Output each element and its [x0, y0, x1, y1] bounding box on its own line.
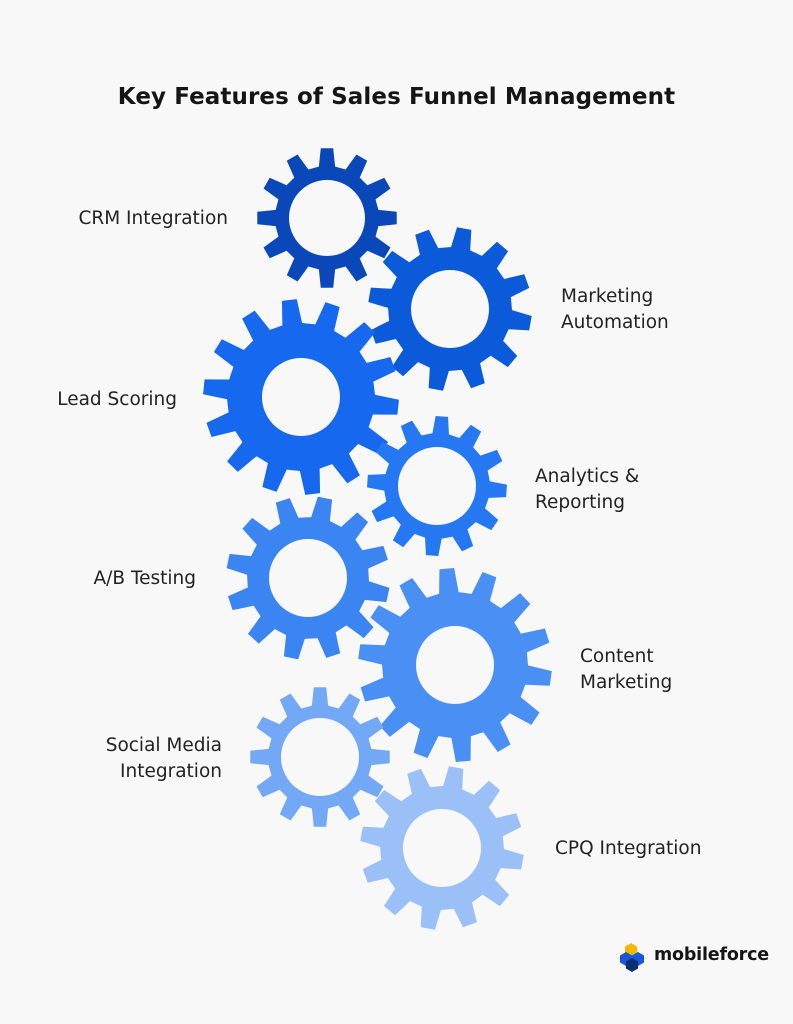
- gear-lead-scoring: [203, 299, 399, 495]
- gear-icon: [257, 148, 397, 288]
- mobileforce-logo-icon: [620, 943, 644, 972]
- gear-icon: [368, 227, 532, 391]
- gear-icon: [226, 496, 390, 660]
- label-lead-scoring: Lead Scoring: [57, 389, 177, 410]
- gear-icon: [203, 299, 399, 495]
- gear-marketing-automation: [368, 227, 532, 391]
- label-social-media-integration: Social Media Integration: [105, 735, 222, 782]
- brand-name: mobileforce: [654, 945, 769, 965]
- gear-analytics-reporting: [367, 416, 507, 556]
- gear-social-media-integration: [250, 687, 390, 827]
- gear-crm-integration: [257, 148, 397, 288]
- gear-icon: [358, 568, 552, 762]
- label-ab-testing: A/B Testing: [93, 568, 197, 589]
- label-cpq-integration: CPQ Integration: [555, 838, 702, 859]
- gear-icon: [360, 766, 524, 930]
- brand-logo: mobileforce: [617, 940, 769, 974]
- page-title: Key Features of Sales Funnel Management: [117, 84, 676, 110]
- label-analytics-reporting: Analytics & Reporting: [535, 466, 640, 513]
- label-crm-integration: CRM Integration: [78, 208, 228, 229]
- gear-icon: [367, 416, 507, 556]
- label-content-marketing: Content Marketing: [580, 646, 673, 693]
- gear-icon: [250, 687, 390, 827]
- gear-ab-testing: [226, 496, 390, 660]
- gear-content-marketing: [358, 568, 552, 762]
- gear-cpq-integration: [360, 766, 524, 930]
- label-marketing-automation: Marketing Automation: [561, 286, 669, 333]
